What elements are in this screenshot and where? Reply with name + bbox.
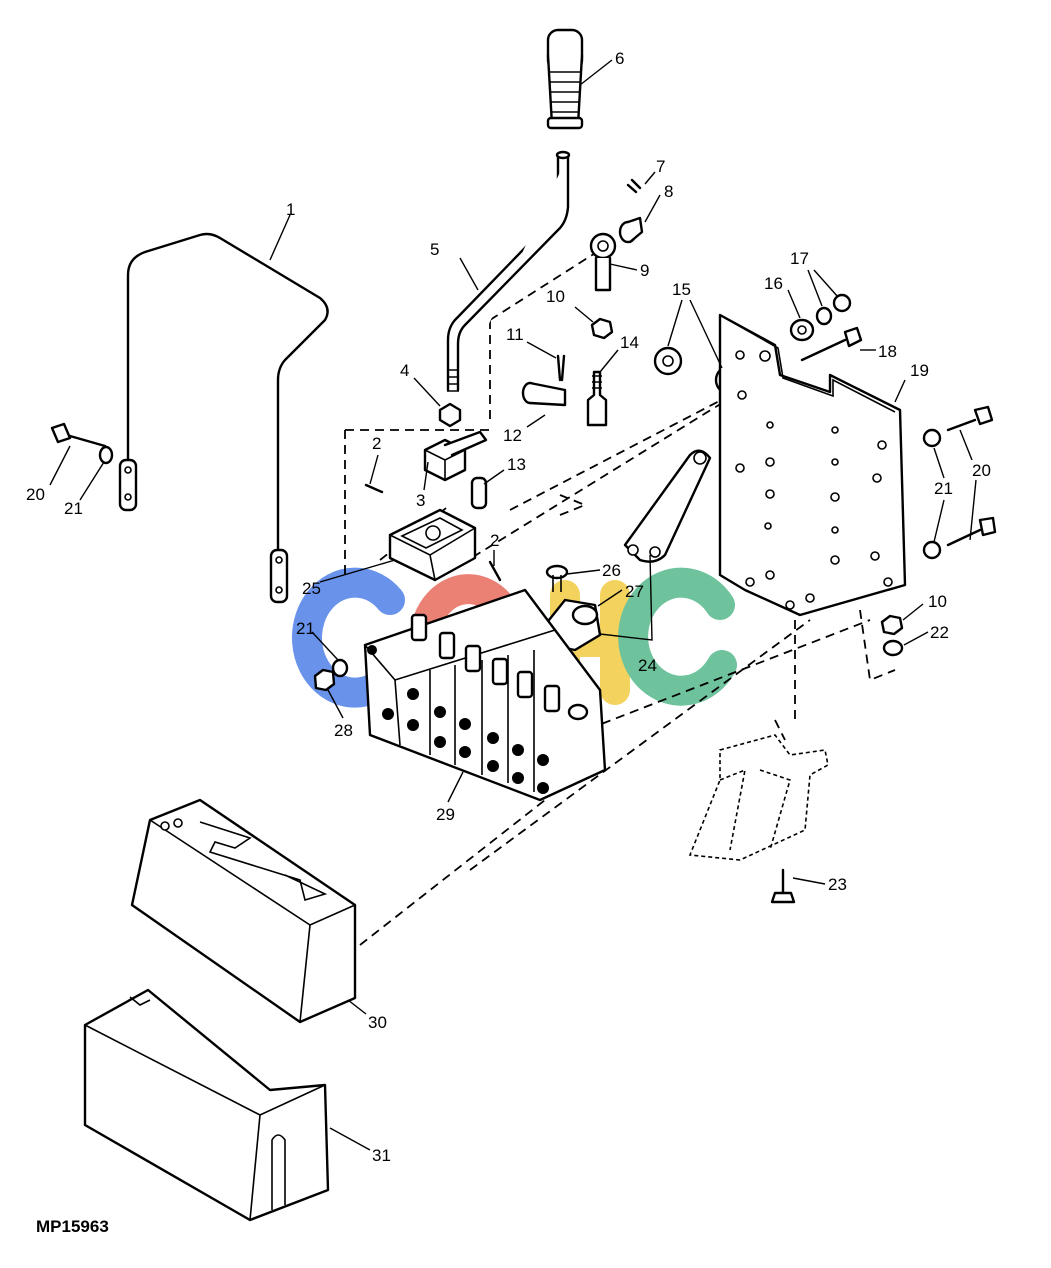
callout-29: 29 [436, 805, 455, 824]
part-29-control-valve [363, 588, 607, 802]
callout-31: 31 [372, 1146, 391, 1165]
callout-7: 7 [656, 157, 665, 176]
callout-27: 27 [625, 582, 644, 601]
part-31-side-cover [83, 988, 330, 1222]
part-10-nut-lower [880, 614, 904, 636]
part-19-mounting-plate [718, 313, 907, 617]
callout-10a: 10 [546, 287, 565, 306]
callout-28: 28 [334, 721, 353, 740]
part-28-nut [313, 668, 336, 692]
callout-21a: 21 [64, 499, 83, 518]
part-10-nut-upper [590, 317, 614, 340]
part-9-rod-end [589, 232, 617, 292]
callout-1: 1 [286, 200, 295, 219]
callout-11: 11 [506, 325, 524, 344]
callout-12: 12 [503, 426, 522, 445]
callout-19: 19 [910, 361, 929, 380]
watermark-letter-c1 [292, 567, 410, 708]
callout-15: 15 [672, 280, 691, 299]
callout-20b: 20 [972, 461, 991, 480]
part-21-washers [98, 428, 942, 678]
callout-18: 18 [878, 342, 897, 361]
callout-labels: 1 2 2 3 4 5 6 7 8 9 10 10 11 12 13 14 15… [26, 49, 991, 1165]
part-16-spacer [789, 318, 815, 342]
callout-4: 4 [400, 361, 409, 380]
part-18-bolt [800, 326, 863, 362]
part-5-lever [446, 150, 571, 392]
callout-22: 22 [930, 623, 949, 642]
callout-2a: 2 [372, 434, 381, 453]
plate-holes [735, 350, 893, 610]
callout-21c: 21 [296, 619, 315, 638]
callout-17: 17 [790, 249, 809, 268]
callout-26: 26 [602, 561, 621, 580]
callout-20a: 20 [26, 485, 45, 504]
part-20-bolts [50, 405, 997, 547]
callout-30: 30 [368, 1013, 387, 1032]
part-22-washer [882, 639, 904, 657]
callout-25: 25 [302, 579, 321, 598]
callout-23: 23 [828, 875, 847, 894]
assembly-lines [344, 249, 896, 946]
part-4-nut [438, 402, 462, 428]
part-11-cotter-pin [556, 354, 566, 382]
part-13-spacer [470, 476, 488, 510]
figure-id-label: MP15963 [36, 1217, 109, 1236]
leader-lines [49, 59, 977, 1151]
callout-8: 8 [664, 182, 673, 201]
callout-24: 24 [638, 656, 657, 675]
callout-2b: 2 [490, 531, 499, 550]
part-7-cotter-pin [626, 178, 642, 194]
part-23-bracket-bolt [688, 734, 829, 904]
callout-14: 14 [620, 333, 639, 352]
part-12-clevis-pin [521, 381, 567, 407]
valve-ports [367, 645, 549, 794]
callout-10b: 10 [928, 592, 947, 611]
part-25-bracket [388, 508, 477, 582]
callout-5: 5 [430, 240, 439, 259]
part-2-pins [364, 483, 502, 582]
part-30-top-cover [130, 798, 357, 1024]
callout-16: 16 [764, 274, 783, 293]
part-26-screw [545, 564, 569, 592]
part-24-linkage [623, 449, 712, 563]
valve-spools [410, 613, 561, 713]
callout-21b: 21 [934, 479, 953, 498]
part-14-clevis [586, 370, 608, 427]
part-6-handle-grip [546, 28, 584, 130]
part-17-washers [815, 293, 852, 326]
callout-3: 3 [416, 491, 425, 510]
part-1-control-rod [118, 232, 329, 604]
callout-13: 13 [507, 455, 526, 474]
part-3-pivot-block [423, 430, 488, 482]
callout-6: 6 [615, 49, 624, 68]
callout-9: 9 [640, 261, 649, 280]
part-8-bushing [618, 216, 644, 244]
